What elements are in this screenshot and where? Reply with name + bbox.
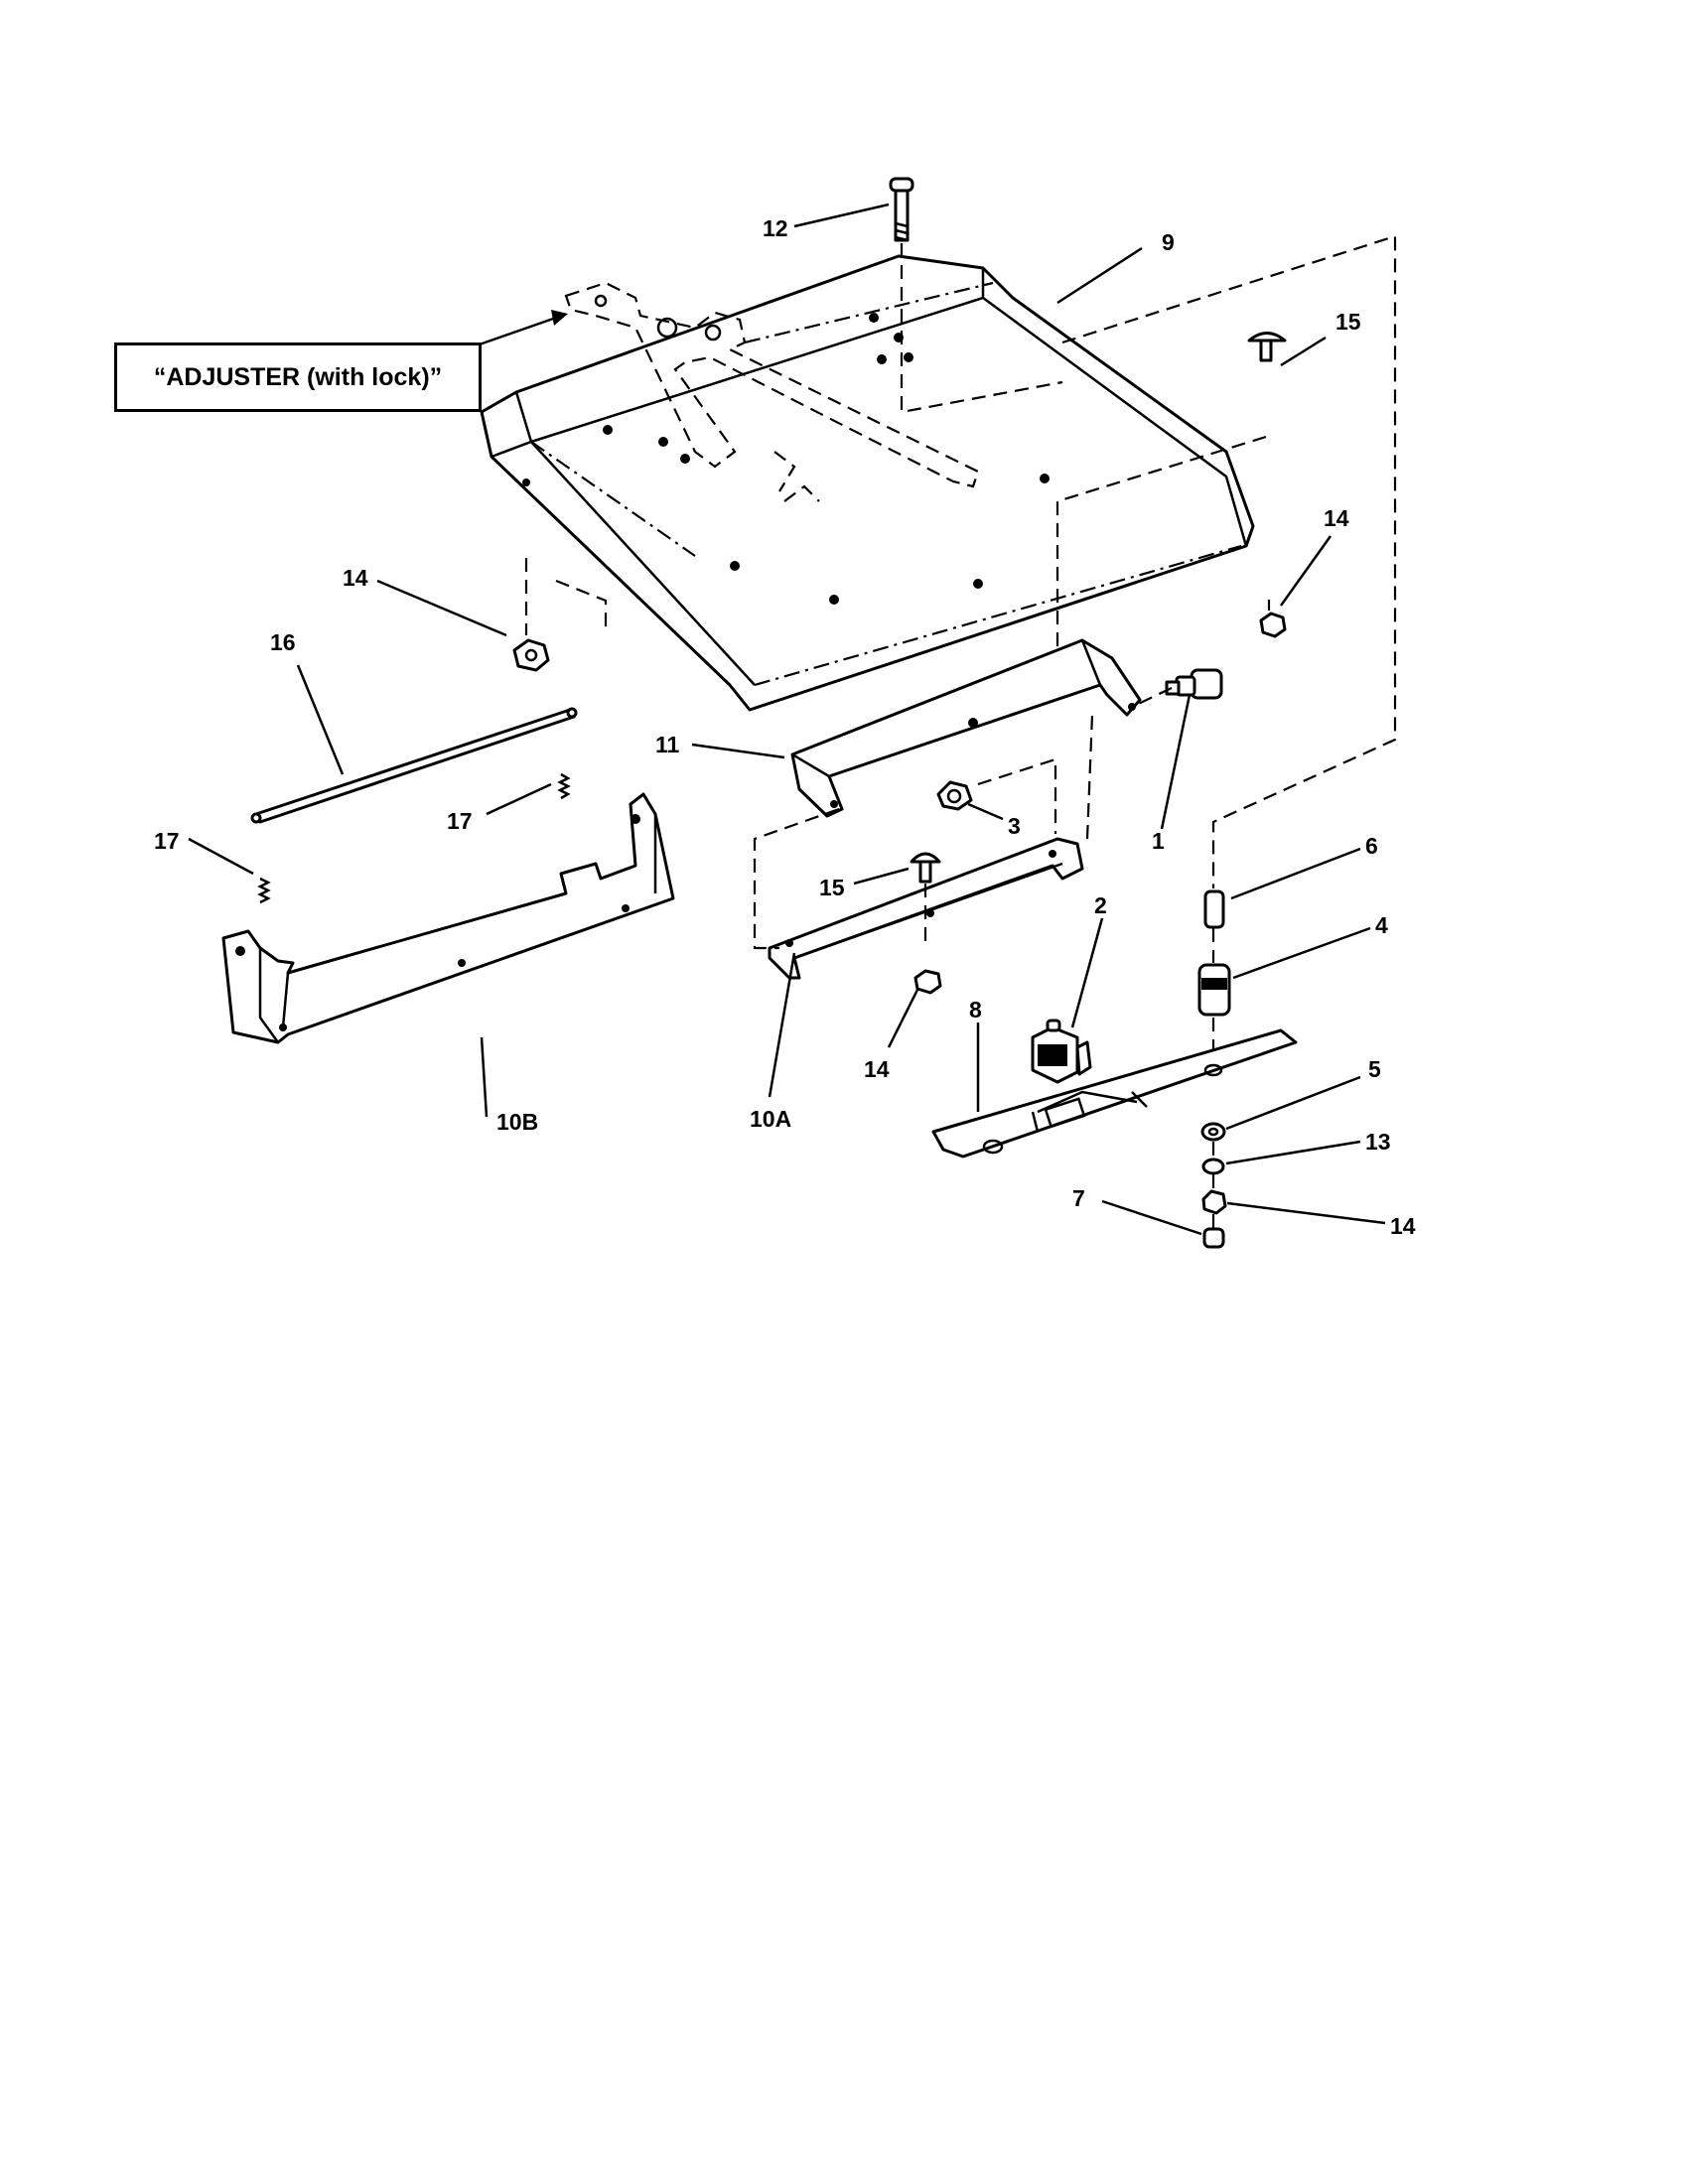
bushing-4 bbox=[1197, 963, 1231, 1067]
label-part-3: 3 bbox=[1008, 813, 1021, 839]
label-part-17-right: 17 bbox=[447, 808, 473, 834]
nut-14-right bbox=[1259, 600, 1287, 638]
label-part-4: 4 bbox=[1375, 912, 1388, 938]
spring-17-right bbox=[557, 772, 571, 800]
label-part-13: 13 bbox=[1365, 1129, 1391, 1155]
nut-14-left bbox=[512, 558, 608, 672]
switch-2 bbox=[1031, 1019, 1092, 1084]
label-part-7: 7 bbox=[1072, 1185, 1085, 1211]
screw-15-bottom bbox=[910, 852, 941, 943]
spring-17-left bbox=[257, 877, 271, 904]
rod-16 bbox=[250, 707, 578, 824]
seat-pan-plate bbox=[480, 254, 1255, 712]
label-part-5: 5 bbox=[1368, 1056, 1381, 1082]
leader-lines bbox=[188, 203, 1386, 1236]
plate-8 bbox=[931, 1028, 1298, 1159]
label-part-12: 12 bbox=[763, 215, 788, 241]
bolt-12 bbox=[889, 177, 1063, 414]
label-part-14-left: 14 bbox=[343, 565, 368, 591]
part-labels: 12 9 15 14 14 16 11 1 3 17 17 15 6 4 2 8… bbox=[154, 215, 1416, 1239]
spacer-6 bbox=[1203, 889, 1225, 963]
label-part-8: 8 bbox=[969, 997, 982, 1023]
label-part-14-right: 14 bbox=[1324, 505, 1349, 531]
nut-3 bbox=[936, 714, 1094, 840]
label-part-9: 9 bbox=[1162, 229, 1175, 255]
adjuster-callout-text: “ADJUSTER (with lock)” bbox=[153, 362, 443, 391]
label-part-1: 1 bbox=[1152, 828, 1165, 854]
bracket-10a bbox=[753, 807, 1084, 980]
adjuster-callout-box: “ADJUSTER (with lock)” bbox=[114, 342, 482, 412]
label-part-11: 11 bbox=[655, 732, 680, 757]
label-part-2: 2 bbox=[1094, 892, 1107, 918]
label-part-6: 6 bbox=[1365, 833, 1378, 859]
label-part-10b: 10B bbox=[496, 1109, 538, 1135]
adjuster-with-lock bbox=[564, 281, 980, 502]
label-part-15-top: 15 bbox=[1335, 309, 1361, 335]
cap-7 bbox=[1202, 1227, 1225, 1249]
label-part-14-bottom: 14 bbox=[1390, 1213, 1416, 1239]
screw-15-top bbox=[1247, 332, 1287, 362]
label-part-10a: 10A bbox=[750, 1106, 791, 1132]
label-part-15-bottom: 15 bbox=[819, 875, 845, 900]
washer-13 bbox=[1201, 1158, 1225, 1175]
stud-1 bbox=[1131, 668, 1223, 708]
label-part-16: 16 bbox=[270, 629, 296, 655]
label-part-14-10a: 14 bbox=[864, 1056, 890, 1082]
washer-5 bbox=[1200, 1122, 1226, 1142]
bracket-11 bbox=[790, 638, 1142, 818]
tray-10b bbox=[221, 792, 675, 1044]
nut-14-10a bbox=[913, 969, 942, 995]
label-part-17-left: 17 bbox=[154, 828, 180, 854]
nut-14-bottom bbox=[1201, 1189, 1227, 1215]
